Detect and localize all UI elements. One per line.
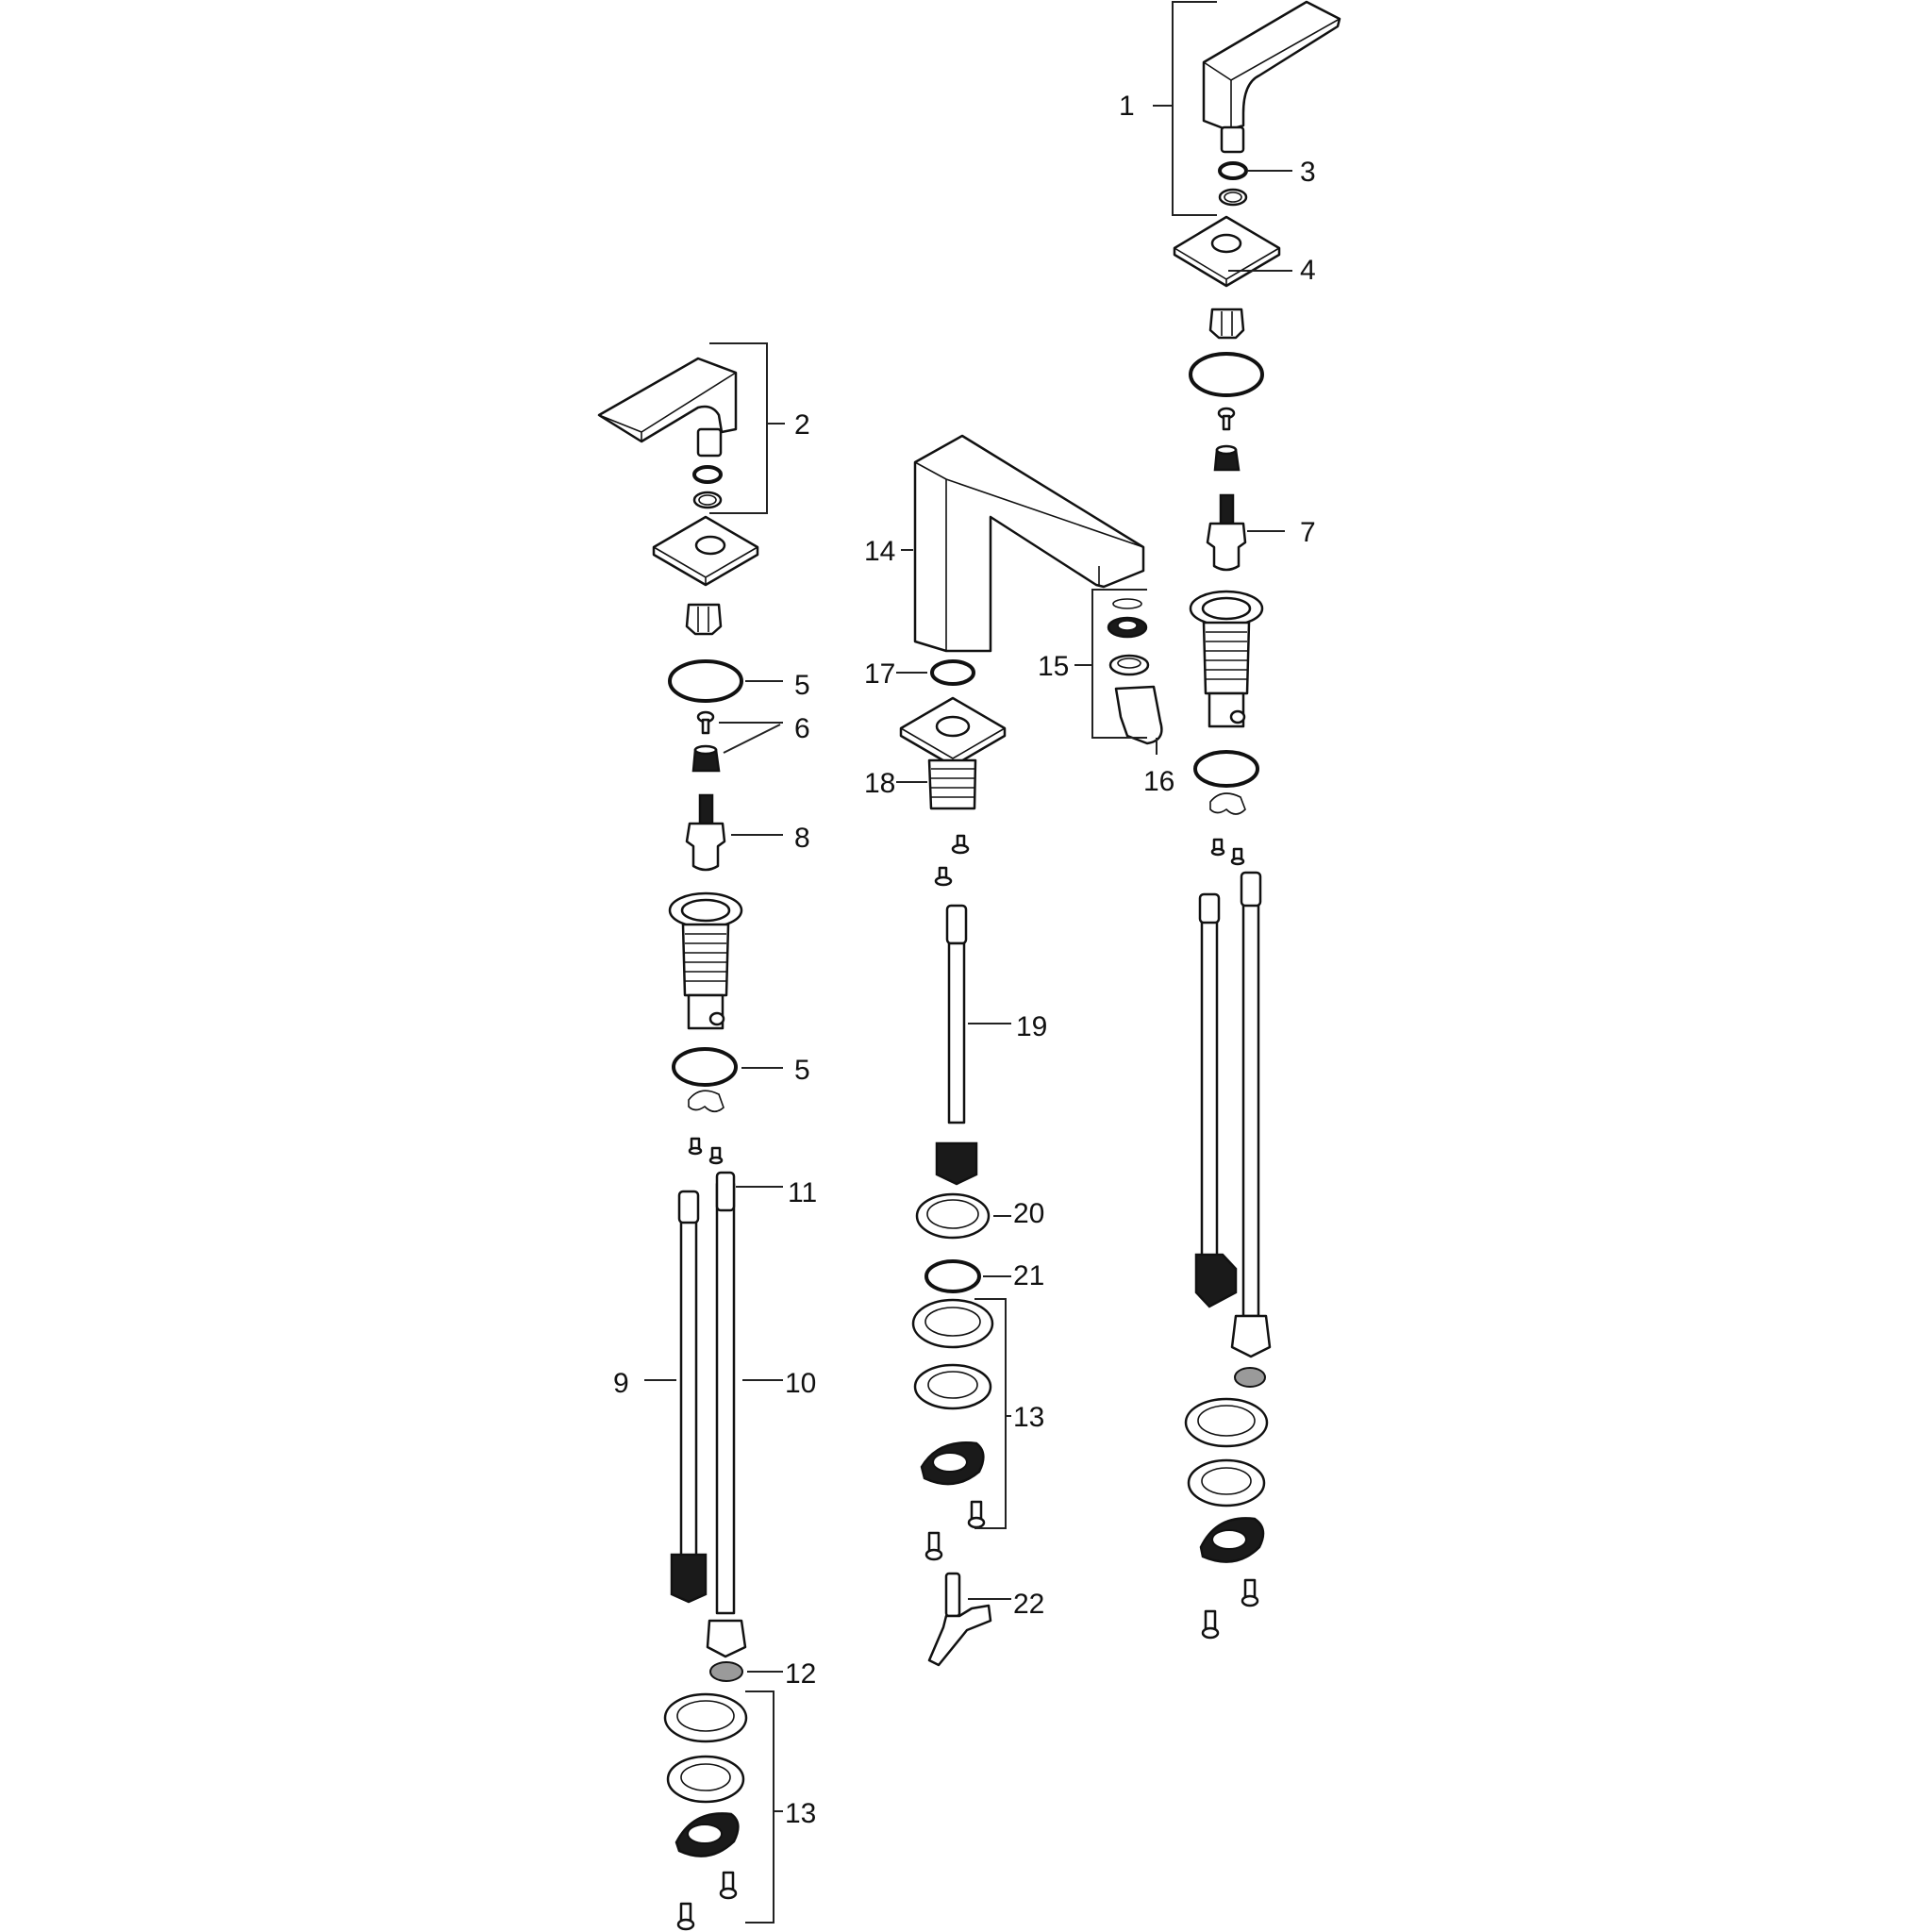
callout-label-13a: 13 — [1013, 1402, 1044, 1433]
gasket-right — [1234, 1367, 1266, 1388]
screws-left-pair — [688, 1137, 724, 1165]
adapter-right — [1213, 444, 1241, 472]
screw-right — [1217, 407, 1236, 431]
bracket-1 — [1172, 1, 1217, 216]
callout-label-5b: 5 — [794, 1055, 810, 1086]
bracket-15 — [1091, 589, 1147, 739]
bracket-13a — [974, 1298, 1007, 1529]
hose-9 — [670, 1190, 708, 1604]
t-piece-22 — [927, 1572, 992, 1667]
callout-label-7: 7 — [1300, 517, 1316, 548]
clip-right — [1209, 792, 1246, 815]
o-ring-5-lower — [672, 1047, 738, 1087]
cover-plate-4 — [1173, 215, 1281, 288]
bracket-13b — [745, 1690, 774, 1924]
cartridge-8 — [685, 793, 726, 872]
callout-label-16: 16 — [1143, 766, 1174, 797]
callout-label-2: 2 — [794, 409, 810, 441]
washers-right — [1184, 1397, 1269, 1507]
callout-label-13b: 13 — [785, 1798, 816, 1829]
callout-label-11: 11 — [788, 1177, 817, 1208]
adapter-nut-right — [1208, 308, 1245, 340]
o-ring-right-lower — [1193, 750, 1259, 788]
callout-label-4: 4 — [1300, 255, 1316, 286]
screws-right-bottom — [1201, 1578, 1259, 1640]
washer-20 — [915, 1192, 991, 1240]
adapter-6 — [691, 744, 721, 773]
seal-rings-left — [692, 465, 723, 509]
spout-base-18 — [899, 696, 1007, 810]
callout-label-1: 1 — [1119, 91, 1135, 122]
o-ring-5-upper — [668, 659, 743, 703]
callout-label-18: 18 — [864, 768, 895, 799]
screws-center — [934, 834, 970, 887]
handle-hot — [1202, 0, 1341, 154]
handle-cold — [597, 357, 738, 458]
o-ring-right-upper — [1189, 352, 1264, 397]
callout-label-19: 19 — [1016, 1011, 1047, 1042]
callout-label-5a: 5 — [794, 670, 810, 701]
adapter-nut-left — [685, 603, 723, 636]
callout-label-3: 3 — [1300, 157, 1316, 188]
cover-plate-left — [652, 515, 759, 587]
callout-label-17: 17 — [864, 658, 895, 690]
flange-center — [920, 1441, 985, 1486]
screws-right-pair — [1210, 838, 1245, 866]
cartridge-7 — [1206, 493, 1247, 572]
threaded-body-right — [1189, 590, 1264, 728]
hose-right-9 — [1194, 892, 1238, 1308]
callout-label-12: 12 — [785, 1658, 816, 1690]
callout-label-21: 21 — [1013, 1260, 1044, 1291]
gasket-12 — [709, 1661, 743, 1682]
screws-center-bottom — [924, 1500, 986, 1561]
bracket-2 — [709, 342, 768, 514]
threaded-body-left — [668, 891, 743, 1030]
spout-14 — [913, 434, 1145, 653]
leader-line-6-b — [723, 724, 781, 754]
aerator-housing-16 — [1114, 685, 1163, 745]
callout-label-22: 22 — [1013, 1589, 1044, 1620]
washers-left-13 — [663, 1692, 748, 1804]
callout-label-9: 9 — [613, 1368, 629, 1399]
hose-10 — [706, 1171, 747, 1658]
flange-left — [675, 1812, 740, 1857]
washers-center-13 — [911, 1298, 994, 1410]
callout-label-15: 15 — [1038, 651, 1069, 682]
flange-right — [1199, 1517, 1265, 1563]
screws-left-bottom — [676, 1871, 738, 1931]
callout-label-10: 10 — [785, 1368, 816, 1399]
screw-6 — [696, 710, 715, 735]
callout-label-20: 20 — [1013, 1198, 1044, 1229]
callout-label-6: 6 — [794, 713, 810, 744]
hose-19 — [935, 904, 978, 1186]
o-ring-17 — [930, 659, 975, 686]
seal-rings-3 — [1218, 161, 1248, 207]
callout-label-14: 14 — [864, 536, 895, 567]
hose-right-10 — [1230, 871, 1272, 1358]
o-ring-21 — [924, 1259, 981, 1293]
aerator-15 — [1107, 598, 1150, 676]
clip-left — [688, 1090, 724, 1113]
callout-label-8: 8 — [794, 823, 810, 854]
